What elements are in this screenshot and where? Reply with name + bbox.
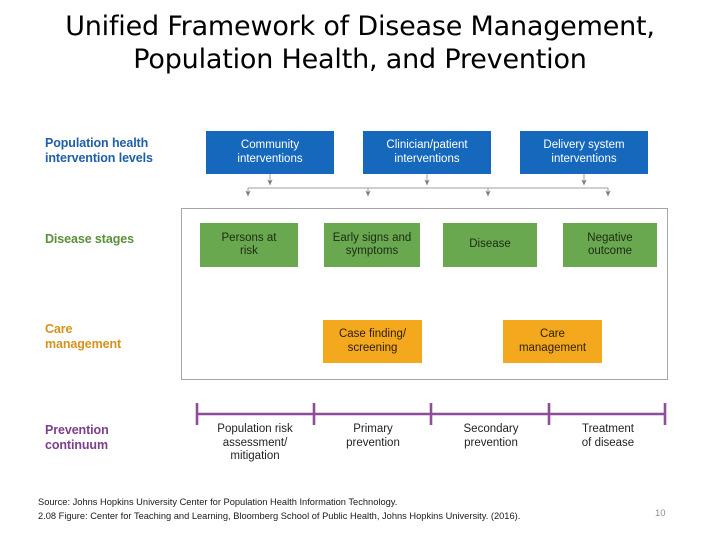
- continuum-label-primary-prevention: Primary prevention: [346, 423, 400, 449]
- row-label-population-health: Population health intervention levels: [45, 136, 153, 165]
- prevention-axis: [195, 403, 667, 425]
- node-persons-at-risk[interactable]: Persons at risk: [200, 223, 298, 267]
- row-label-disease-stages: Disease stages: [45, 232, 134, 246]
- node-early-signs-and-symptoms[interactable]: Early signs and symptoms: [324, 223, 420, 267]
- continuum-label-population-risk-assessment: Population risk assessment/ mitigation: [217, 423, 293, 462]
- framework-diagram: Population health intervention levels Di…: [0, 122, 720, 484]
- node-community-interventions[interactable]: Community interventions: [206, 131, 334, 174]
- node-care-management[interactable]: Care management: [503, 320, 602, 363]
- source-line-2: 2.08 Figure: Center for Teaching and Lea…: [38, 510, 521, 521]
- source-line-1: Source: Johns Hopkins University Center …: [38, 497, 398, 507]
- page-title: Unified Framework of Disease Management,…: [65, 11, 655, 75]
- row-label-prevention-continuum: Prevention continuum: [45, 423, 109, 452]
- node-clinician-patient-interventions[interactable]: Clinician/patient interventions: [363, 131, 491, 174]
- node-disease[interactable]: Disease: [443, 223, 537, 267]
- row-label-care-management: Care management: [45, 322, 122, 351]
- source-note: Source: Johns Hopkins University Center …: [38, 496, 638, 523]
- node-delivery-system-interventions[interactable]: Delivery system interventions: [520, 131, 648, 174]
- continuum-label-secondary-prevention: Secondary prevention: [463, 423, 519, 449]
- continuum-label-treatment-of-disease: Treatment of disease: [581, 423, 635, 449]
- node-negative-outcome[interactable]: Negative outcome: [563, 223, 657, 267]
- node-case-finding-screening[interactable]: Case finding/ screening: [323, 320, 422, 363]
- page-number: 10: [655, 508, 666, 519]
